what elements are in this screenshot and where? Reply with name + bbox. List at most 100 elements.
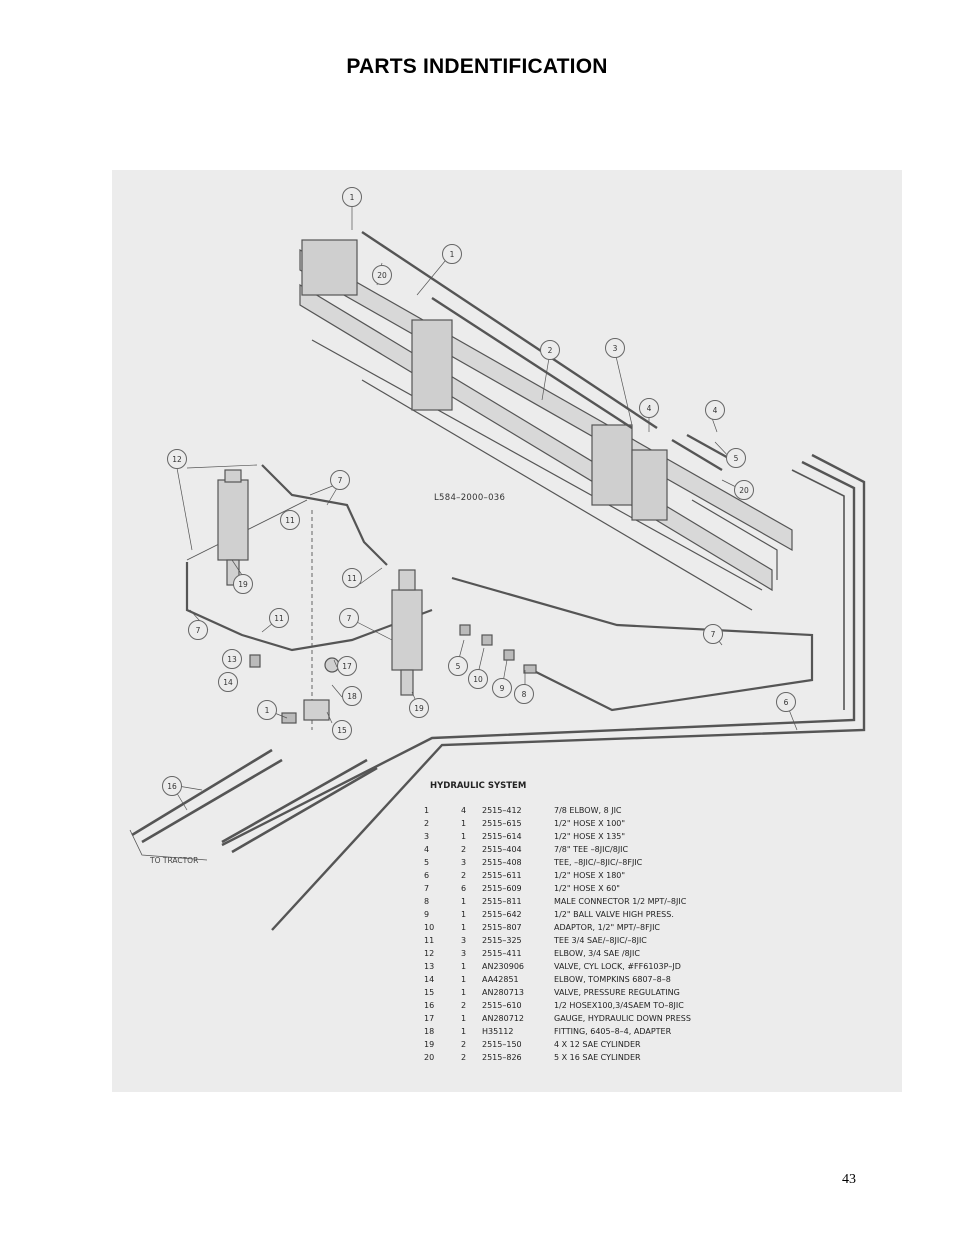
parts-cell-item: 4 — [424, 845, 430, 854]
callout-16: 16 — [162, 776, 182, 796]
parts-cell-part: 2515–807 — [482, 923, 522, 932]
parts-cell-item: 2 — [424, 819, 430, 828]
callout-20: 20 — [734, 480, 754, 500]
page-number: 43 — [842, 1172, 856, 1187]
callout-11: 11 — [280, 510, 300, 530]
parts-cell-part: 2515–611 — [482, 871, 522, 880]
parts-cell-qty: 2 — [461, 871, 467, 880]
parts-cell-desc: TEE, –8JIC/–8JIC/–8FJIC — [554, 858, 643, 867]
parts-cell-desc: 7/8" TEE –8JIC/8JIC — [554, 845, 629, 854]
parts-cell-part: AN280713 — [482, 988, 524, 997]
parts-cell-item: 5 — [424, 858, 430, 867]
parts-cell-desc: GAUGE, HYDRAULIC DOWN PRESS — [554, 1014, 691, 1023]
parts-cell-item: 17 — [424, 1014, 435, 1023]
parts-cell-part: 2515–615 — [482, 819, 522, 828]
parts-cell-part: 2515–408 — [482, 858, 522, 867]
parts-cell-item: 7 — [424, 884, 430, 893]
parts-cell-desc: VALVE, CYL LOCK, #FF6103P–JD — [554, 962, 681, 971]
parts-cell-desc: 1/2" HOSE X 180" — [554, 871, 626, 880]
parts-cell-item: 16 — [424, 1001, 435, 1010]
parts-cell-part: H35112 — [482, 1027, 514, 1036]
parts-cell-part: 2515–610 — [482, 1001, 522, 1010]
parts-cell-item: 20 — [424, 1053, 435, 1062]
parts-cell-desc: 1/2" HOSE X 100" — [554, 819, 626, 828]
parts-cell-qty: 1 — [461, 897, 467, 906]
callout-11: 11 — [342, 568, 362, 588]
callout-4: 4 — [705, 400, 725, 420]
callout-12: 12 — [167, 449, 187, 469]
to-tractor-label: TO TRACTOR — [150, 856, 199, 865]
parts-cell-item: 18 — [424, 1027, 435, 1036]
parts-cell-part: 2515–609 — [482, 884, 522, 893]
parts-cell-desc: 4 X 12 SAE CYLINDER — [554, 1040, 641, 1049]
parts-cell-part: 2515–614 — [482, 832, 522, 841]
parts-cell-desc: 1/2" BALL VALVE HIGH PRESS. — [554, 910, 674, 919]
parts-cell-qty: 1 — [461, 962, 467, 971]
parts-cell-desc: VALVE, PRESSURE REGULATING — [554, 988, 680, 997]
callout-11: 11 — [269, 608, 289, 628]
callout-2: 2 — [540, 340, 560, 360]
callout-20: 20 — [372, 265, 392, 285]
parts-cell-qty: 4 — [461, 806, 467, 815]
parts-cell-item: 6 — [424, 871, 430, 880]
callout-18: 18 — [342, 686, 362, 706]
callout-3: 3 — [605, 338, 625, 358]
parts-cell-item: 15 — [424, 988, 435, 997]
parts-cell-qty: 6 — [461, 884, 467, 893]
callout-7: 7 — [330, 470, 350, 490]
parts-cell-item: 8 — [424, 897, 430, 906]
parts-cell-qty: 1 — [461, 832, 467, 841]
callout-13: 13 — [222, 649, 242, 669]
parts-cell-item: 12 — [424, 949, 435, 958]
parts-cell-qty: 2 — [461, 1053, 467, 1062]
callout-19: 19 — [233, 574, 253, 594]
callout-5: 5 — [448, 656, 468, 676]
parts-row: 18 1 H35112 FITTING, 6405–8–4, ADAPTER — [424, 1025, 691, 1038]
parts-cell-desc: ELBOW, TOMPKINS 6807–8–8 — [554, 975, 671, 984]
parts-cell-qty: 3 — [461, 936, 467, 945]
callout-7: 7 — [188, 620, 208, 640]
parts-cell-qty: 1 — [461, 988, 467, 997]
parts-cell-part: 2515–325 — [482, 936, 522, 945]
parts-cell-desc: FITTING, 6405–8–4, ADAPTER — [554, 1027, 672, 1036]
parts-row: 7 6 2515–609 1/2" HOSE X 60" — [424, 882, 691, 895]
parts-row: 12 3 2515–411 ELBOW, 3/4 SAE /8JIC — [424, 947, 691, 960]
parts-cell-desc: 7/8 ELBOW, 8 JIC — [554, 806, 622, 815]
parts-cell-part: 2515–811 — [482, 897, 522, 906]
parts-cell-desc: 5 X 16 SAE CYLINDER — [554, 1053, 641, 1062]
parts-cell-desc: TEE 3/4 SAE/–8JIC/–8JIC — [554, 936, 647, 945]
callout-17: 17 — [337, 656, 357, 676]
callout-1: 1 — [442, 244, 462, 264]
parts-list-header: HYDRAULIC SYSTEM — [430, 781, 527, 791]
parts-cell-qty: 3 — [461, 949, 467, 958]
parts-cell-item: 14 — [424, 975, 435, 984]
hydraulic-system-diagram: L584–2000–036 TO TRACTOR 1 20 1 2 3 4 4 … — [112, 170, 902, 1092]
callout-4: 4 — [639, 398, 659, 418]
parts-row: 6 2 2515–611 1/2" HOSE X 180" — [424, 869, 691, 882]
parts-cell-qty: 1 — [461, 1014, 467, 1023]
parts-cell-qty: 2 — [461, 1040, 467, 1049]
parts-cell-qty: 1 — [461, 910, 467, 919]
callout-1: 1 — [257, 700, 277, 720]
parts-cell-desc: 1/2" HOSE X 60" — [554, 884, 620, 893]
parts-cell-desc: ELBOW, 3/4 SAE /8JIC — [554, 949, 640, 958]
parts-cell-item: 3 — [424, 832, 430, 841]
parts-cell-part: 2515–411 — [482, 949, 522, 958]
drawing-number: L584–2000–036 — [434, 493, 506, 503]
callout-7: 7 — [339, 608, 359, 628]
parts-cell-part: AN230906 — [482, 962, 524, 971]
parts-cell-qty: 1 — [461, 1027, 467, 1036]
